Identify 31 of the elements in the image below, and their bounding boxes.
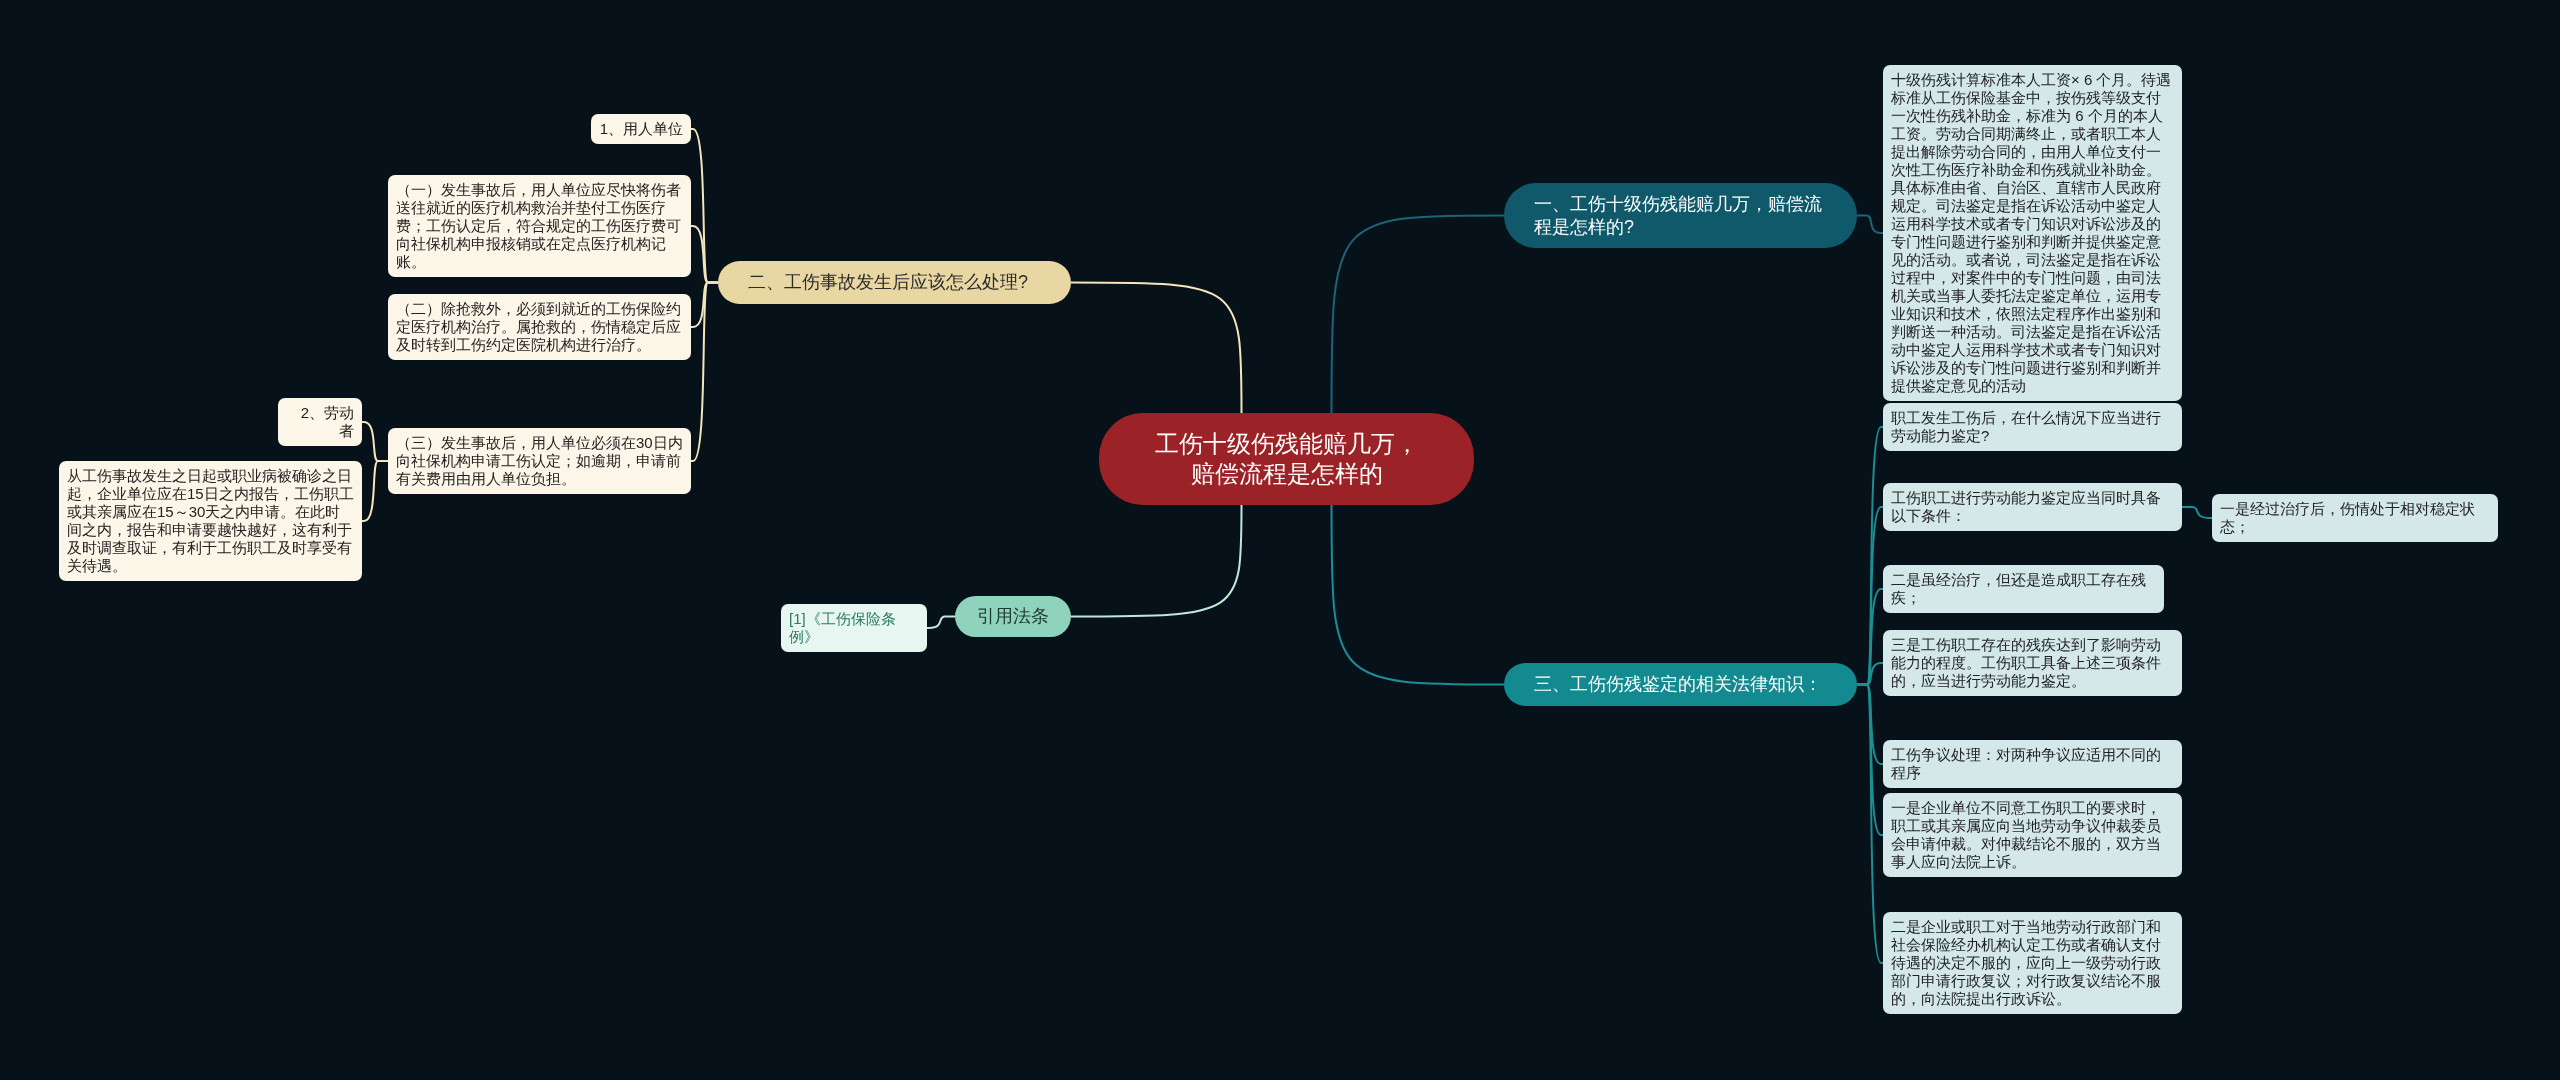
connector-line: [1070, 281, 1243, 414]
topic-pill: 三、工伤伤残鉴定的相关法律知识：: [1504, 663, 1857, 706]
connector-line: [1070, 504, 1243, 618]
note-box: 2、劳动者: [278, 398, 362, 446]
note-box: （二）除抢救外，必须到就近的工伤保险约定医疗机构治疗。属抢救的，伤情稳定后应及时转到工伤约定医院机构进行治疗。: [388, 294, 691, 360]
connector-line: [1856, 683, 1884, 964]
connector-line: [361, 460, 389, 522]
note-box: 十级伤残计算标准本人工资× 6 个月。待遇标准从工伤保险基金中，按伤残等级支付一次性伤残补助金，标准为 6 个月的本人工资。劳动合同期满终止，或者职工本人提出解除劳动合同的，由用人单位支付一次性工伤医疗补助金和伤残就业补助金。具体标准由省、自治区、直辖市人民政府规定。司法鉴定是指在诉讼活动中鉴定人运用科学技术或者专门知识对诉讼涉及的专门性问题进行鉴别和判断并提供鉴定意见的活动。或者说，司法鉴定是指在诉讼过程中，对案件中的专门性问题，由司法机关或当事人委托法定鉴定单位，运用专业知识和技术，依照法定程序作出鉴别和判断送一种活动。司法鉴定是指在诉讼活动中鉴定人运用科学技术或者专门知识对诉讼涉及的专门性问题进行鉴别和判断并提供鉴定意见的活动: [1883, 65, 2182, 401]
note-box: 一是企业单位不同意工伤职工的要求时，职工或其亲属应向当地劳动争议仲裁委员会申请仲裁。对仲裁结论不服的，双方当事人应向法院上诉。: [1883, 793, 2182, 877]
note-box: 工伤职工进行劳动能力鉴定应当同时具备以下条件：: [1883, 483, 2182, 531]
note-box: 从工伤事故发生之日起或职业病被确诊之日起，企业单位应在15日之内报告，工伤职工或其亲属应在15～30天之内申请。在此时间之内，报告和申请要越快越好，这有利于及时调查取证，有利于工伤职工及时享受有关待遇。: [59, 461, 362, 581]
topic-pill: 引用法条: [955, 596, 1071, 637]
note-box: 1、用人单位: [591, 114, 691, 144]
note-box: 工伤争议处理：对两种争议应适用不同的程序: [1883, 740, 2182, 788]
note-box: 职工发生工伤后，在什么情况下应当进行劳动能力鉴定?: [1883, 403, 2182, 451]
note-box: 一是经过治疗后，伤情处于相对稳定状态；: [2212, 494, 2498, 542]
note-box: （一）发生事故后，用人单位应尽快将伤者送往就近的医疗机构救治并垫付工伤医疗费；工伤认定后，符合规定的工伤医疗费可向社保机构申报核销或在定点医疗机构记账。: [388, 175, 691, 277]
topic-pill: 一、工伤十级伤残能赔几万，赔偿流程是怎样的?: [1504, 183, 1857, 248]
note-box: [1]《工伤保险条例》: [781, 604, 927, 652]
note-box: （三）发生事故后，用人单位必须在30日内向社保机构申请工伤认定；如逾期，申请前有关费用由用人单位负担。: [388, 428, 691, 494]
note-box: 二是虽经治疗，但还是造成职工存在残疾；: [1883, 565, 2164, 613]
connector-line: [1330, 214, 1505, 414]
connector-line: [1856, 214, 1884, 234]
note-box: 二是企业或职工对于当地劳动行政部门和社会保险经办机构认定工伤或者确认支付待遇的决定不服的，应向上一级劳动行政部门申请行政复议；对行政复议结论不服的，向法院提出行政诉讼。: [1883, 912, 2182, 1014]
central-topic: 工伤十级伤残能赔几万，赔偿流程是怎样的: [1099, 413, 1474, 505]
topic-pill: 二、工伤事故发生后应该怎么处理?: [718, 261, 1071, 304]
connector-line: [690, 281, 719, 462]
note-box: 三是工伤职工存在的残疾达到了影响劳动能力的程度。工伤职工具备上述三项条件的，应当进行劳动能力鉴定。: [1883, 630, 2182, 696]
connector-line: [2181, 506, 2213, 519]
connector-line: [1330, 504, 1505, 686]
connector-line: [926, 615, 956, 629]
